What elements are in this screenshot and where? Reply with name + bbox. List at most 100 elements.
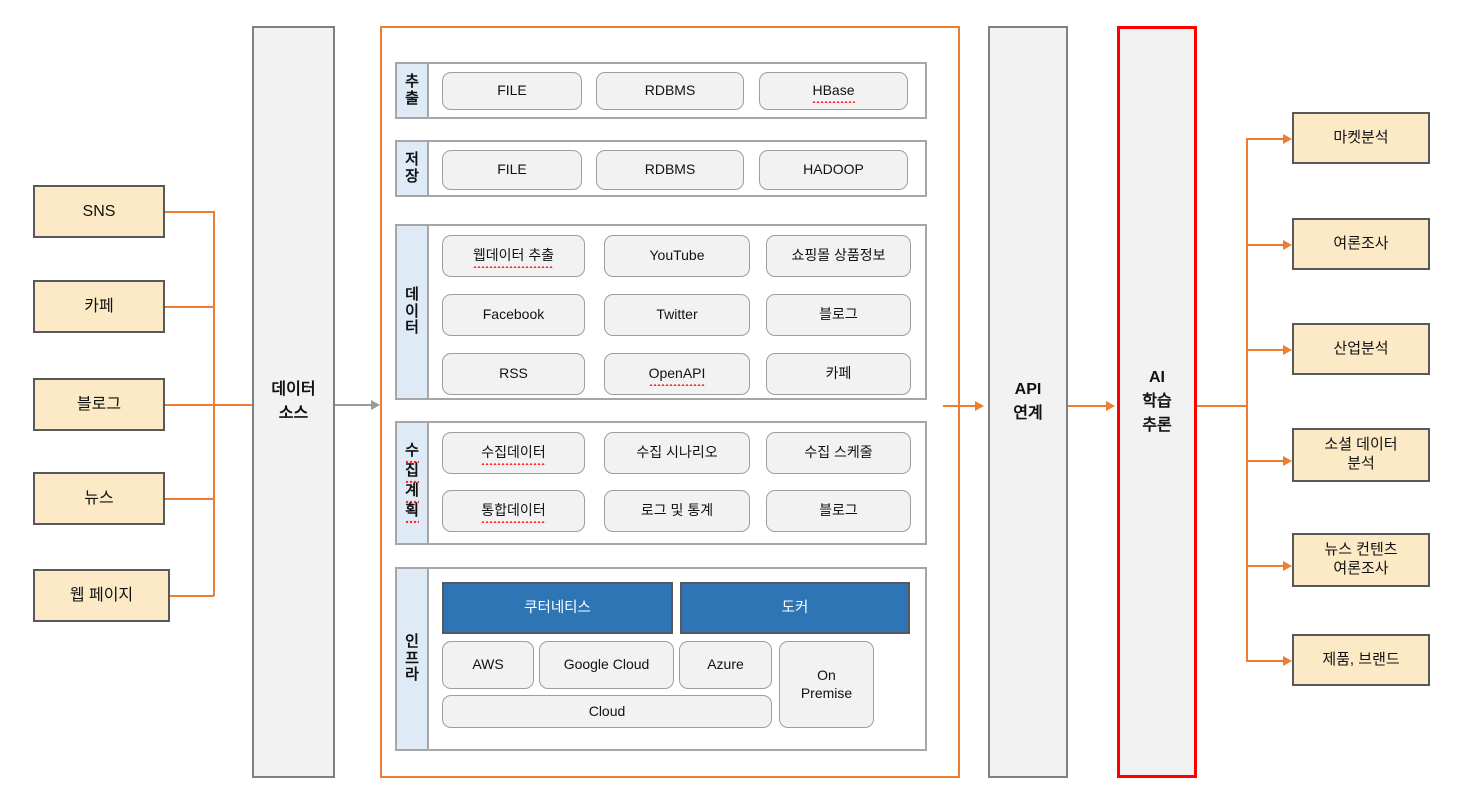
- connector-out-poll: [1246, 244, 1284, 246]
- section-body-storage: FILE RDBMS HADOOP: [429, 142, 925, 195]
- arrowhead-platform-to-api: [975, 401, 984, 411]
- section-label-storage: 저 장: [397, 142, 429, 195]
- connector-blog: [165, 404, 214, 406]
- connector-out-industry: [1246, 349, 1284, 351]
- chip-docker[interactable]: 도커: [680, 582, 910, 634]
- source-label: 카페: [84, 297, 114, 315]
- output-box-industry-analysis[interactable]: 산업분석: [1292, 323, 1430, 375]
- chip-on-premise[interactable]: On Premise: [779, 641, 874, 728]
- output-label: 제품, 브랜드: [1322, 650, 1400, 668]
- chip-facebook[interactable]: Facebook: [442, 294, 585, 336]
- chip-blog[interactable]: 블로그: [766, 294, 911, 336]
- pillar-data-source[interactable]: 데이터 소스: [252, 26, 335, 778]
- chip-google-cloud[interactable]: Google Cloud: [539, 641, 674, 689]
- section-data: 데 이 터 웹데이터 추출 YouTube 쇼핑몰 상품정보 Facebook …: [395, 224, 927, 400]
- chip-kubernetes[interactable]: 쿠터네티스: [442, 582, 673, 634]
- chip-openapi[interactable]: OpenAPI: [604, 353, 750, 395]
- pillar-label: API 연계: [1013, 381, 1043, 422]
- section-label-text: 데 이 터: [405, 285, 419, 337]
- connector-bus-to-datasource: [213, 404, 253, 406]
- pillar-ai-training-inference[interactable]: AI 학습 추론: [1117, 26, 1197, 778]
- section-label-data: 데 이 터: [397, 226, 429, 398]
- section-label-text: 추 출: [405, 72, 419, 107]
- output-box-product-brand[interactable]: 제품, 브랜드: [1292, 634, 1430, 686]
- source-label: 블로그: [76, 395, 122, 413]
- section-storage: 저 장 FILE RDBMS HADOOP: [395, 140, 927, 197]
- section-label-text: 저 장: [405, 150, 419, 185]
- chip-shopping-product-info[interactable]: 쇼핑몰 상품정보: [766, 235, 911, 277]
- chip-collection-scenario[interactable]: 수집 시나리오: [604, 432, 750, 474]
- output-label: 마켓분석: [1333, 128, 1389, 146]
- section-label-collection-plan: 수 집 계 획: [397, 423, 429, 543]
- section-extract: 추 출 FILE RDBMS HBase: [395, 62, 927, 119]
- source-box-news[interactable]: 뉴스: [33, 472, 165, 525]
- chip-integrated-data[interactable]: 통합데이터: [442, 490, 585, 532]
- source-box-blog[interactable]: 블로그: [33, 378, 165, 431]
- pillar-api-linkage[interactable]: API 연계: [988, 26, 1068, 778]
- section-body-extract: FILE RDBMS HBase: [429, 64, 925, 117]
- section-label-extract: 추 출: [397, 64, 429, 117]
- connector-platform-to-api: [943, 405, 975, 407]
- chip-rss[interactable]: RSS: [442, 353, 585, 395]
- chip-file-storage[interactable]: FILE: [442, 150, 582, 190]
- output-label: 소셜 데이터 분석: [1324, 436, 1398, 472]
- chip-azure[interactable]: Azure: [679, 641, 772, 689]
- chip-hadoop[interactable]: HADOOP: [759, 150, 908, 190]
- source-box-sns[interactable]: SNS: [33, 185, 165, 238]
- output-box-market-analysis[interactable]: 마켓분석: [1292, 112, 1430, 164]
- source-label: 웹 페이지: [69, 586, 134, 604]
- connector-news: [165, 498, 214, 500]
- section-body-collection-plan: 수집데이터 수집 시나리오 수집 스케줄 통합데이터 로그 및 통계 블로그: [429, 423, 925, 543]
- chip-blog-plan[interactable]: 블로그: [766, 490, 911, 532]
- chip-youtube[interactable]: YouTube: [604, 235, 750, 277]
- connector-out-product: [1246, 660, 1284, 662]
- output-label: 산업분석: [1333, 339, 1389, 357]
- chip-log-and-stats[interactable]: 로그 및 통계: [604, 490, 750, 532]
- chip-on-premise-text: On Premise: [800, 667, 853, 701]
- output-box-public-opinion-poll[interactable]: 여론조사: [1292, 218, 1430, 270]
- section-body-data: 웹데이터 추출 YouTube 쇼핑몰 상품정보 Facebook Twitte…: [429, 226, 925, 398]
- chip-web-data-extract[interactable]: 웹데이터 추출: [442, 235, 585, 277]
- section-label-text: 수 집 계 획: [405, 443, 419, 523]
- connector-out-social: [1246, 460, 1284, 462]
- connector-webpage: [170, 595, 214, 597]
- chip-rdbms-storage[interactable]: RDBMS: [596, 150, 744, 190]
- output-box-news-content-poll[interactable]: 뉴스 컨텐츠 여론조사: [1292, 533, 1430, 587]
- section-collection-plan: 수 집 계 획 수집데이터 수집 시나리오 수집 스케줄 통합데이터 로그 및 …: [395, 421, 927, 545]
- connector-out-news: [1246, 565, 1284, 567]
- arrowhead-out-news: [1283, 561, 1292, 571]
- connector-api-to-ai: [1068, 405, 1108, 407]
- output-label: 뉴스 컨텐츠 여론조사: [1324, 541, 1398, 577]
- arrowhead-out-market: [1283, 134, 1292, 144]
- section-infra: 인 프 라 쿠터네티스 도커 AWS Google Cloud Azure: [395, 567, 927, 751]
- chip-collection-schedule[interactable]: 수집 스케줄: [766, 432, 911, 474]
- arrowhead-out-social: [1283, 456, 1292, 466]
- chip-cloud-bar[interactable]: Cloud: [442, 695, 772, 728]
- source-label: 뉴스: [84, 489, 114, 507]
- chip-aws[interactable]: AWS: [442, 641, 534, 689]
- output-label: 여론조사: [1333, 234, 1389, 252]
- chip-hbase[interactable]: HBase: [759, 72, 908, 110]
- section-label-infra: 인 프 라: [397, 569, 429, 749]
- section-body-infra: 쿠터네티스 도커 AWS Google Cloud Azure On Premi…: [429, 569, 925, 749]
- arrowhead-out-industry: [1283, 345, 1292, 355]
- chip-cafe[interactable]: 카페: [766, 353, 911, 395]
- chip-collected-data[interactable]: 수집데이터: [442, 432, 585, 474]
- pillar-label: AI 학습 추론: [1142, 369, 1172, 434]
- connector-datasource-to-platform: [335, 404, 371, 406]
- output-box-social-data-analysis[interactable]: 소셜 데이터 분석: [1292, 428, 1430, 482]
- source-box-webpage[interactable]: 웹 페이지: [33, 569, 170, 622]
- arrowhead-api-to-ai: [1106, 401, 1115, 411]
- source-box-cafe[interactable]: 카페: [33, 280, 165, 333]
- chip-rdbms[interactable]: RDBMS: [596, 72, 744, 110]
- section-label-text: 인 프 라: [405, 632, 419, 684]
- source-label: SNS: [82, 202, 116, 220]
- arrowhead-out-poll: [1283, 240, 1292, 250]
- connector-left-bus: [213, 211, 215, 596]
- connector-sns: [165, 211, 214, 213]
- pillar-label: 데이터 소스: [271, 381, 316, 422]
- chip-twitter[interactable]: Twitter: [604, 294, 750, 336]
- connector-right-bus: [1246, 138, 1248, 660]
- chip-file[interactable]: FILE: [442, 72, 582, 110]
